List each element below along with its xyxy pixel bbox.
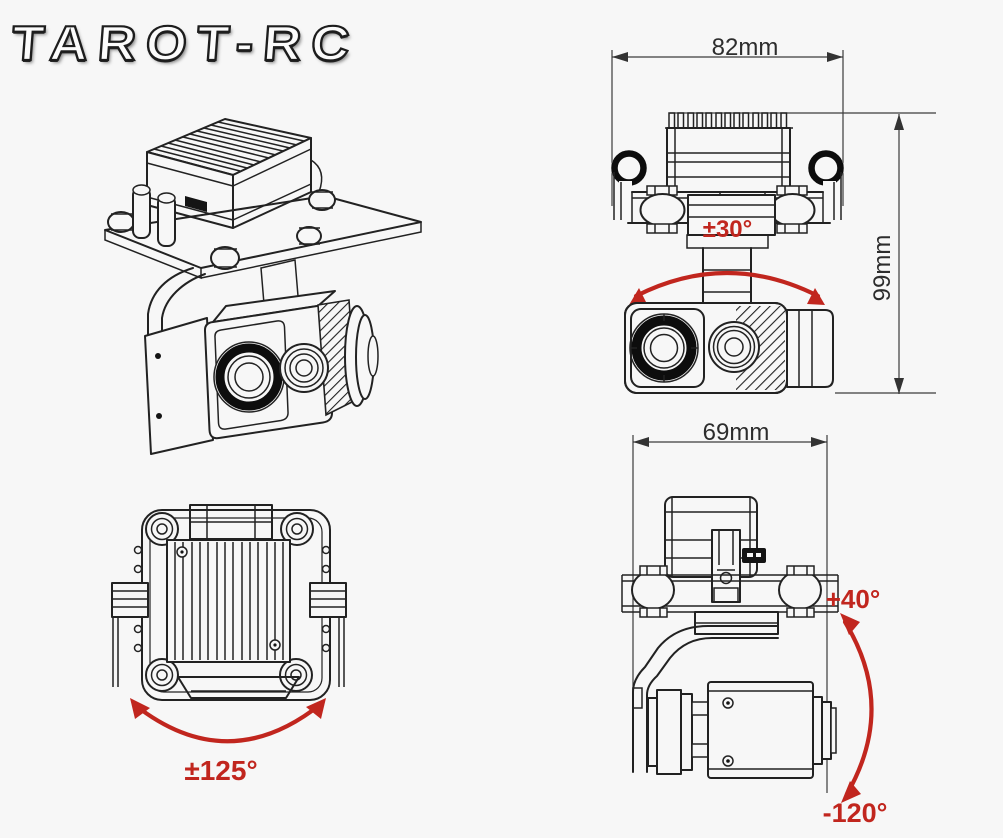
- lens-ring: [830, 707, 837, 754]
- tilt-up-label: +40°: [825, 584, 881, 614]
- cable-wire: [310, 159, 323, 193]
- tilt-down-label: -120°: [822, 798, 888, 828]
- camera-side-face: [144, 317, 214, 455]
- damper-ball: [769, 185, 816, 234]
- lens-ring: [812, 696, 823, 765]
- damper-ball: [778, 565, 822, 618]
- bolt: [145, 512, 179, 546]
- front-drawing-svg: [611, 50, 936, 394]
- side-depth-dimension-label: 69mm: [702, 419, 770, 446]
- top-view-drawing: ±125°: [90, 480, 420, 815]
- brand-logo: TAROT-RC: [9, 16, 363, 72]
- isometric-drawing-svg: [104, 118, 422, 455]
- roll-range-label: ±30°: [702, 216, 753, 243]
- control-box: [146, 118, 323, 229]
- zoom-lens: [279, 343, 329, 393]
- bolt: [280, 512, 314, 546]
- dimension-82mm: [611, 50, 844, 206]
- damper-ball: [210, 246, 240, 270]
- heatsink-teeth: [665, 112, 793, 129]
- tube-clamp-pillars: [132, 184, 176, 247]
- clamp-bracket: [711, 529, 766, 603]
- damper-ball: [107, 211, 135, 233]
- isometric-view-drawing: [85, 100, 445, 460]
- front-view-drawing: 82mm 99mm ±30°: [600, 20, 1003, 420]
- damper-ball: [639, 185, 686, 234]
- roll-range-arrow: [629, 271, 825, 305]
- lens-ring: [821, 701, 832, 760]
- damper-ball: [631, 565, 675, 618]
- tube-clamp-left: [611, 150, 647, 223]
- damper-plate: [104, 184, 422, 280]
- screw: [722, 755, 734, 767]
- heatsink-fin-lines: [153, 121, 305, 172]
- motor-cylinder: [344, 305, 379, 407]
- damper-ball: [308, 189, 336, 211]
- screw: [722, 697, 734, 709]
- tube-clamp-right: [808, 150, 844, 223]
- damper-plates: [621, 565, 839, 618]
- tilt-range-arrow: [840, 613, 874, 803]
- side-damper-tab-right: [309, 582, 347, 687]
- dimension-99mm: [670, 112, 936, 394]
- pan-range-arrow: [130, 698, 326, 744]
- camera-body: [144, 290, 379, 455]
- motor-cylinder-front: [786, 309, 834, 388]
- yaw-motor-block: [687, 194, 776, 236]
- side-damper-tab-left: [111, 582, 149, 687]
- thermal-lens: [213, 341, 285, 413]
- damper-plate-front: [627, 185, 831, 249]
- gimbal-arm-side: [632, 611, 779, 773]
- damper-ball: [296, 226, 322, 246]
- corner-bolts: [145, 512, 314, 692]
- zoom-lens: [708, 321, 760, 373]
- pan-range-label: ±125°: [184, 755, 258, 786]
- thermal-lens: [629, 313, 699, 383]
- front-width-dimension-label: 82mm: [711, 34, 779, 61]
- top-drawing-svg: [111, 504, 347, 744]
- camera-front: [624, 302, 834, 394]
- camera-side: [647, 681, 837, 779]
- lens-panel: [214, 320, 289, 430]
- bottom-bracket: [177, 676, 300, 699]
- bolt: [145, 658, 179, 692]
- frame-holes: [133, 545, 331, 653]
- front-height-dimension-label: 99mm: [869, 234, 896, 302]
- side-drawing-svg: [621, 435, 874, 803]
- control-box-front: [665, 112, 793, 193]
- power-connector: [185, 196, 207, 212]
- bolt: [279, 658, 313, 692]
- heatsink-top: [166, 539, 291, 663]
- side-view-drawing: 69mm +40° -120°: [600, 420, 1003, 838]
